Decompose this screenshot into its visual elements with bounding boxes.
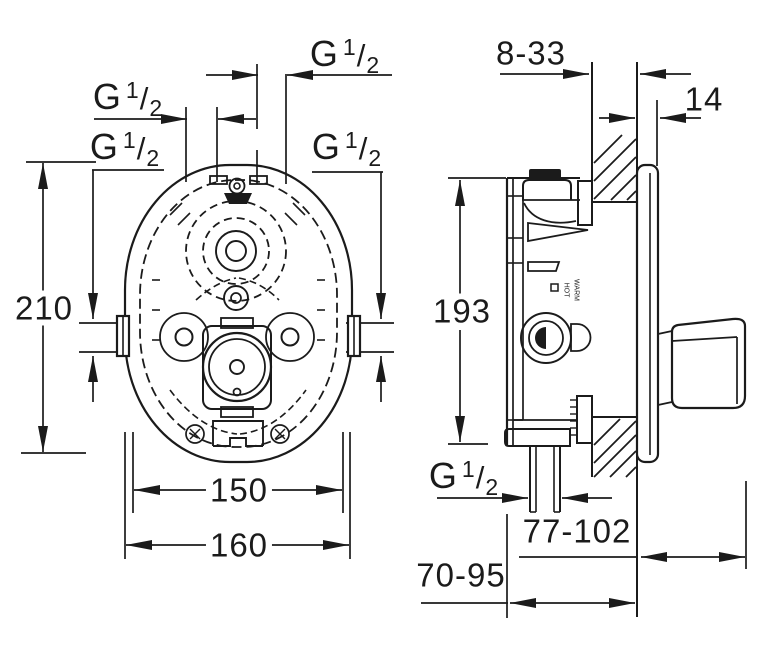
dimension-trim-gap-14: 14 bbox=[684, 80, 724, 118]
dimension-height-210: 210 bbox=[10, 290, 78, 326]
side-view-body bbox=[504, 163, 747, 513]
front-view-texture bbox=[152, 202, 325, 435]
dimension-depth-70-95: 70-95 bbox=[416, 556, 506, 594]
marking-hot-text: HOT bbox=[562, 282, 570, 298]
side-view-dimension-lines bbox=[421, 69, 747, 618]
dimension-wall-range-8-33: 8-33 bbox=[495, 34, 567, 72]
dimension-depth-77-102: 77-102 bbox=[522, 512, 632, 550]
marking-warm-text: WARM bbox=[572, 279, 580, 301]
front-view-body bbox=[115, 163, 362, 464]
dimension-port-spacing-150: 150 bbox=[205, 472, 273, 508]
dimension-height-193: 193 bbox=[428, 293, 496, 329]
dimension-width-160: 160 bbox=[205, 527, 273, 563]
